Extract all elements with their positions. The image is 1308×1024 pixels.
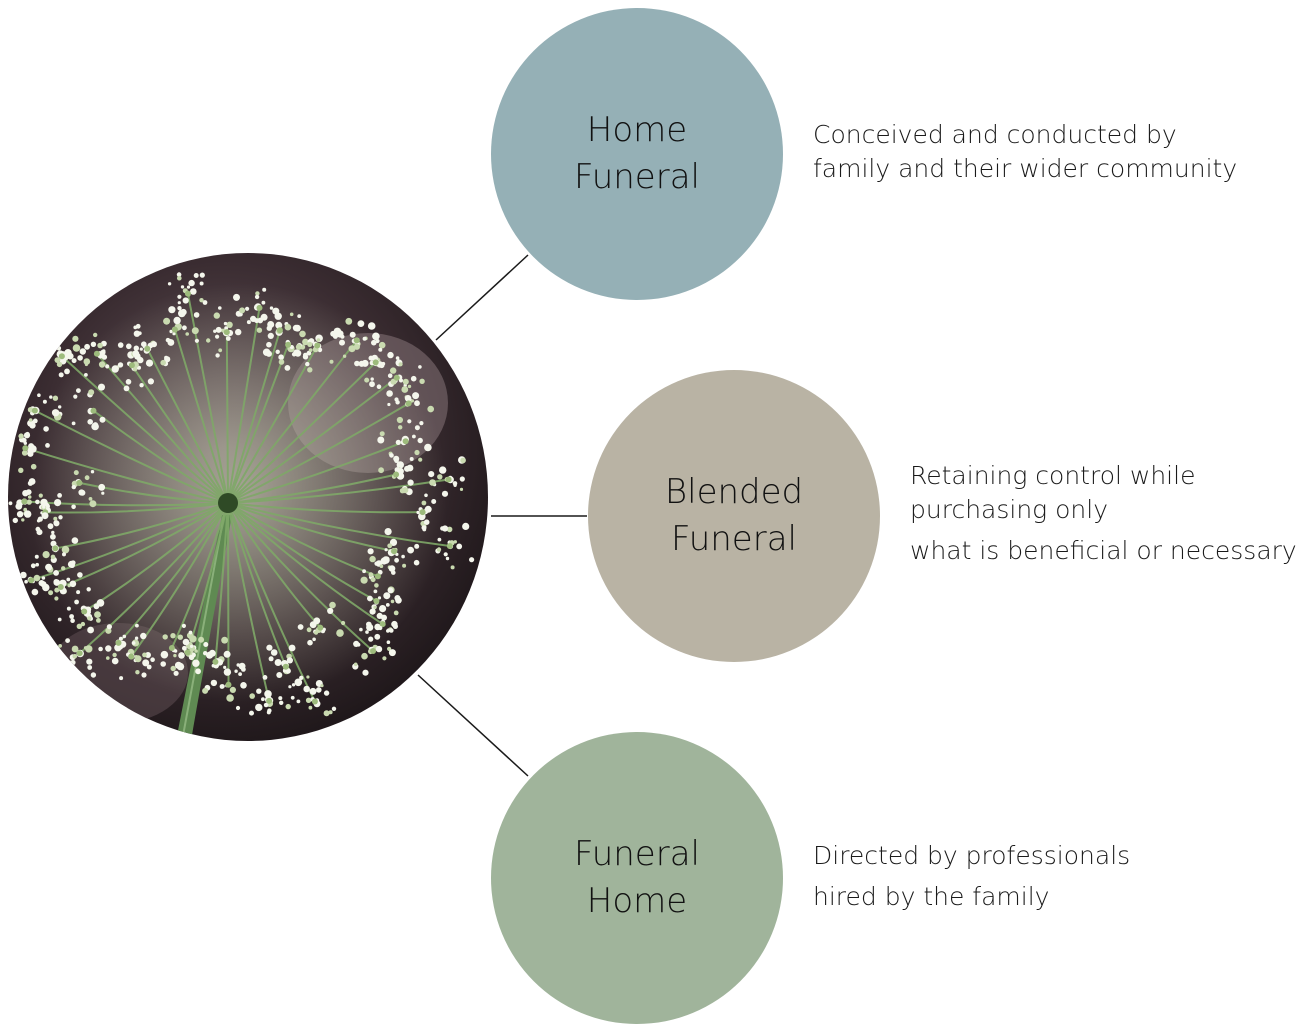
home-funeral-title-line1: Home — [574, 107, 700, 154]
blended-funeral-node: Blended Funeral — [588, 370, 880, 662]
funeral-home-title-line2: Home — [574, 878, 700, 925]
description-line: Directed by professionals — [813, 839, 1130, 873]
description-line: purchasing only — [910, 493, 1297, 527]
home-funeral-title: Home Funeral — [574, 107, 700, 201]
description-line: Conceived and conducted by — [813, 118, 1237, 152]
home-funeral-title-line2: Funeral — [574, 154, 700, 201]
blended-funeral-title: Blended Funeral — [665, 469, 803, 563]
flower-image-icon — [8, 253, 488, 741]
home-funeral-node: Home Funeral — [491, 8, 783, 300]
funeral-home-node: Funeral Home — [491, 732, 783, 1024]
funeral-home-title: Funeral Home — [574, 831, 700, 925]
funeral-home-description: Directed by professionals hired by the f… — [813, 839, 1130, 914]
blended-funeral-description: Retaining control while purchasing only … — [910, 459, 1297, 568]
blended-funeral-title-line2: Funeral — [665, 516, 803, 563]
blended-funeral-title-line1: Blended — [665, 469, 803, 516]
funeral-home-title-line1: Funeral — [574, 831, 700, 878]
description-line: hired by the family — [813, 880, 1130, 914]
description-line: what is beneficial or necessary — [910, 534, 1297, 568]
home-funeral-description: Conceived and conducted by family and th… — [813, 118, 1237, 186]
description-line: family and their wider community — [813, 152, 1237, 186]
description-line: Retaining control while — [910, 459, 1297, 493]
